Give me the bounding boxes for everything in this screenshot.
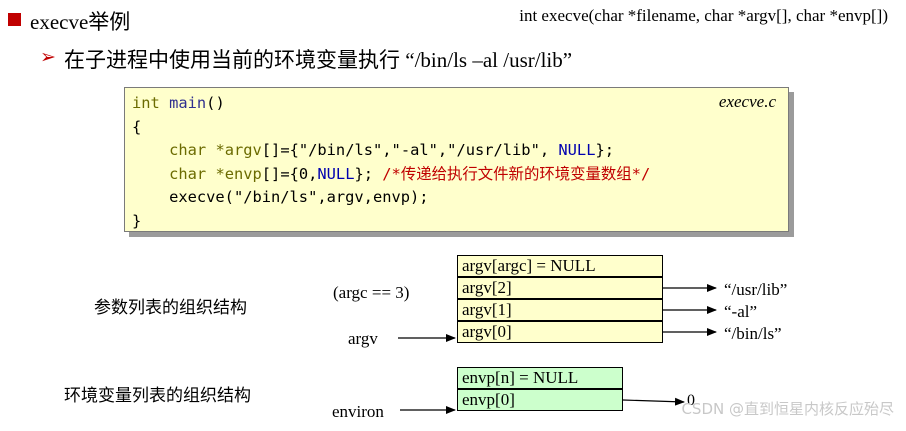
code-line-6: } xyxy=(132,211,142,230)
envp-cell-null: envp[n] = NULL xyxy=(457,367,623,389)
argv-cell-0: argv[0] xyxy=(457,321,663,343)
env-target-zero: 0 xyxy=(687,392,695,409)
argv-cell-null: argv[argc] = NULL xyxy=(457,255,663,277)
envp-cell-0: envp[0] xyxy=(457,389,623,411)
argv-pointer-label: argv xyxy=(348,329,378,348)
code-box: execve.c int main() { char *argv[]={"/bi… xyxy=(124,87,789,232)
env-caption: 环境变量列表的组织结构 xyxy=(64,386,251,405)
code-block: int main() { char *argv[]={"/bin/ls","-a… xyxy=(132,92,650,233)
argv-target-al: “-al” xyxy=(724,302,758,321)
subtitle: 在子进程中使用当前的环境变量执行 “/bin/ls –al /usr/lib” xyxy=(64,48,573,72)
code-line-2: { xyxy=(132,117,142,136)
arrow-envp0 xyxy=(622,397,685,406)
environ-pointer-label: environ xyxy=(332,402,384,421)
code-line-5: execve("/bin/ls",argv,envp); xyxy=(132,188,429,206)
argv-cell-1: argv[1] xyxy=(457,299,663,321)
code-line-3: char *argv[]={"/bin/ls","-al","/usr/lib"… xyxy=(169,141,615,159)
argc-note: (argc == 3) xyxy=(333,283,410,302)
argv-target-bin-ls: “/bin/ls” xyxy=(724,324,782,343)
argv-target-usr-lib: “/usr/lib” xyxy=(724,280,788,299)
watermark: CSDN @直到恒星内核反应殆尽 xyxy=(681,400,894,418)
code-filename: execve.c xyxy=(718,92,776,111)
arrow-bullet-icon: ➢ xyxy=(40,47,56,68)
code-line-4: char *envp[]={0,NULL}; /*传递给执行文件新的环境变量数组… xyxy=(169,164,651,183)
argv-caption: 参数列表的组织结构 xyxy=(94,298,247,317)
page-title: execve举例 xyxy=(30,10,131,34)
argv-cell-2: argv[2] xyxy=(457,277,663,299)
bullet-square-icon xyxy=(8,13,21,26)
code-line-1: int main() xyxy=(132,94,225,112)
function-signature: int execve(char *filename, char *argv[],… xyxy=(519,6,888,25)
